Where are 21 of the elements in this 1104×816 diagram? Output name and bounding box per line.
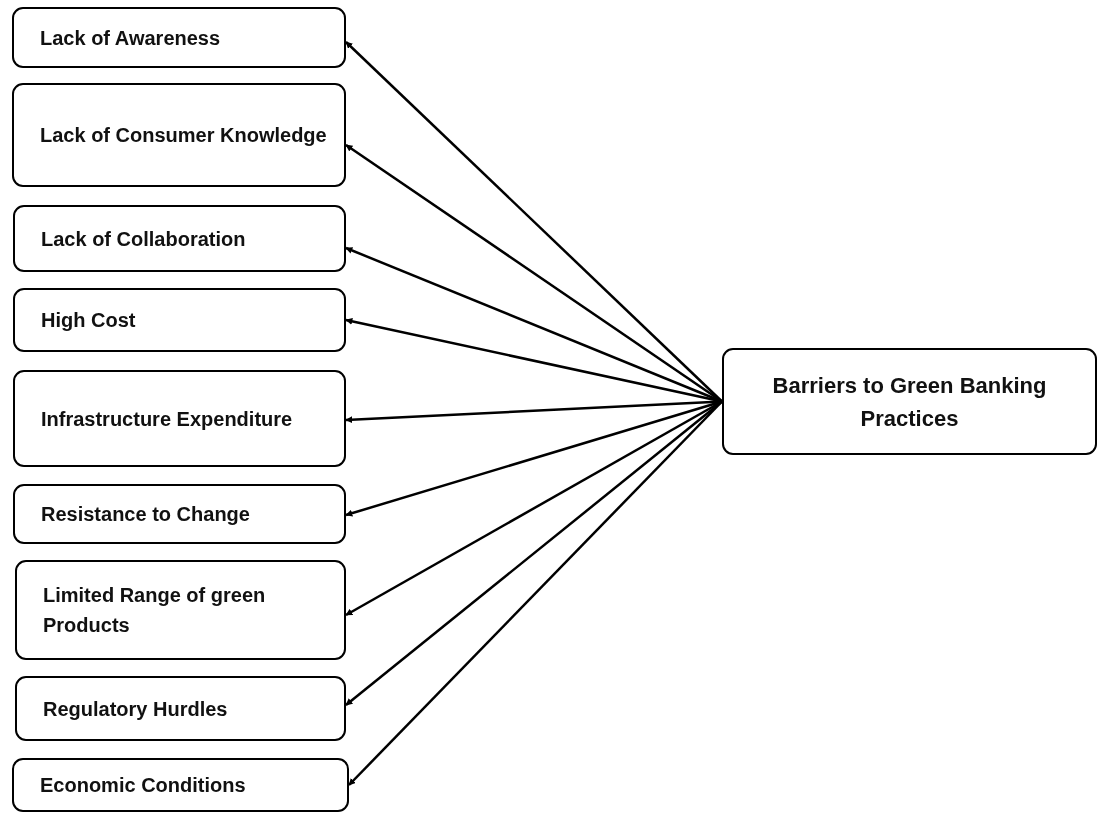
process-box (13, 205, 346, 272)
box-label: High Cost (41, 308, 136, 333)
box-label: Infrastructure Expenditure (41, 406, 293, 432)
process-box (12, 83, 346, 187)
box-label: Barriers to Green Banking Practices (771, 371, 1048, 433)
process-box (722, 348, 1097, 455)
process-box (13, 288, 346, 352)
process-box (12, 758, 349, 812)
box-label: Lack of Awareness (40, 25, 221, 51)
box-label: Regulatory Hurdles (43, 696, 228, 722)
process-box (13, 484, 346, 544)
process-box (12, 7, 346, 68)
arrow (345, 41, 723, 403)
box-label: Lack of Consumer Knowledge (40, 123, 327, 148)
box-label: Resistance to Change (41, 502, 250, 527)
box-label: Economic Conditions (40, 773, 246, 798)
box-label: Limited Range of green Products (43, 583, 267, 638)
process-box (13, 370, 346, 467)
box-label: Lack of Collaboration (41, 226, 246, 252)
process-box (15, 560, 346, 660)
process-box (15, 676, 346, 741)
